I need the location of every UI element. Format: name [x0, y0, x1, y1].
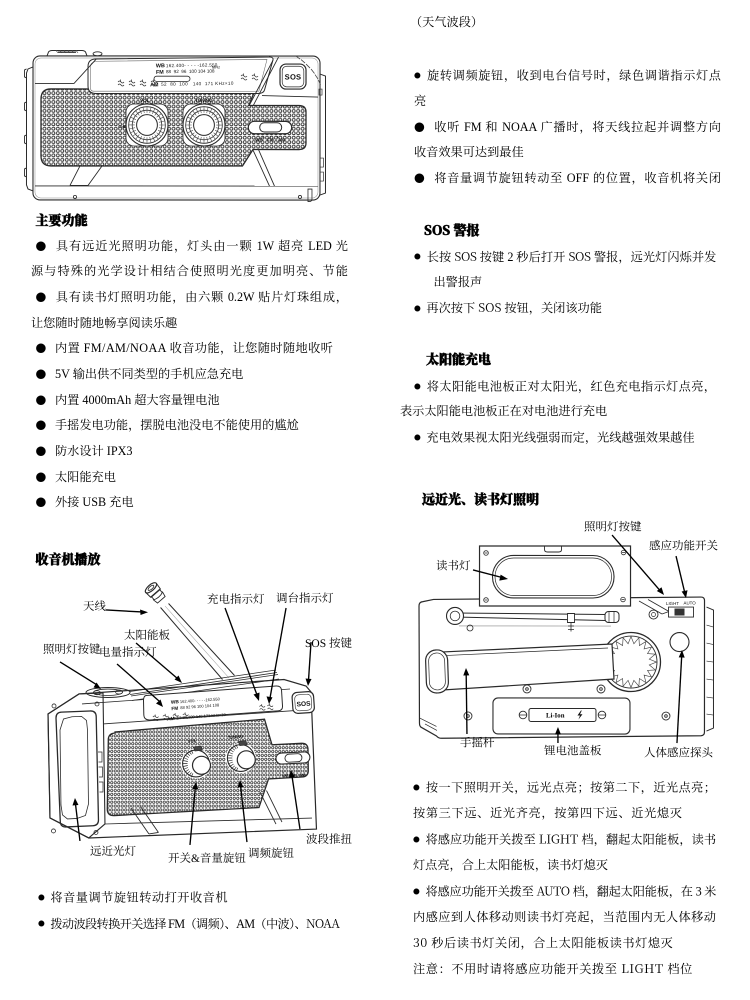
svg-text:MHz: MHz: [212, 64, 220, 69]
svg-text:远近光灯: 远近光灯: [90, 844, 137, 858]
svg-text:VOL: VOL: [188, 738, 197, 744]
svg-text:照明灯按键: 照明灯按键: [43, 642, 101, 656]
svg-text:AM: AM: [278, 138, 285, 143]
svg-text:电量指示灯: 电量指示灯: [99, 645, 157, 659]
svg-text:162.400- - - - -162.550: 162.400- - - - -162.550: [166, 62, 218, 68]
svg-text:AM: AM: [167, 716, 175, 723]
svg-text:Li-Ion: Li-Ion: [546, 712, 565, 719]
svg-text:LIGHT: LIGHT: [666, 601, 679, 606]
svg-text:88 92 96 100 104 108: 88 92 96 100 104 108: [180, 702, 220, 710]
svg-text:WB: WB: [156, 63, 165, 69]
svg-text:SOS: SOS: [285, 73, 302, 82]
svg-text:人体感应探头: 人体感应探头: [644, 746, 714, 760]
svg-text:波段推扭: 波段推扭: [306, 832, 353, 846]
svg-text:52 80 100 140 171 KHz×10: 52 80 100 140 171 KHz×10: [161, 81, 234, 87]
svg-text:VOL: VOL: [140, 98, 150, 103]
svg-text:天线: 天线: [83, 599, 107, 613]
svg-text:FM: FM: [267, 138, 274, 143]
svg-text:162.400- - - - -162.550: 162.400- - - - -162.550: [180, 696, 221, 704]
svg-text:锂电池盖板: 锂电池盖板: [544, 743, 602, 757]
svg-text:照明灯按键: 照明灯按键: [584, 520, 642, 534]
svg-text:FM: FM: [156, 70, 164, 76]
svg-text:读书灯: 读书灯: [436, 558, 471, 572]
svg-text:FM: FM: [171, 706, 178, 712]
svg-text:充电指示灯: 充电指示灯: [207, 592, 265, 606]
svg-text:SOS 按键: SOS 按键: [305, 636, 352, 650]
svg-text:调台指示灯: 调台指示灯: [276, 591, 334, 605]
svg-text:感应功能开关: 感应功能开关: [649, 539, 719, 553]
svg-text:WB: WB: [171, 699, 180, 706]
svg-text:TUNING: TUNING: [195, 98, 213, 103]
svg-text:开关&音量旋钮: 开关&音量旋钮: [168, 851, 246, 865]
svg-text:88 92 96 100 104 108: 88 92 96 100 104 108: [166, 69, 215, 75]
svg-text:SOS: SOS: [296, 700, 311, 708]
svg-text:WB: WB: [255, 138, 263, 143]
svg-text:太阳能板: 太阳能板: [124, 628, 171, 642]
svg-text:调频旋钮: 调频旋钮: [248, 846, 295, 860]
svg-text:TUNING: TUNING: [228, 734, 244, 740]
svg-text:手摇杆: 手摇杆: [460, 735, 495, 749]
svg-text:AUTO: AUTO: [684, 601, 697, 606]
svg-text:52 80 100 140 171 KHz×10: 52 80 100 140 171 KHz×10: [177, 712, 227, 720]
